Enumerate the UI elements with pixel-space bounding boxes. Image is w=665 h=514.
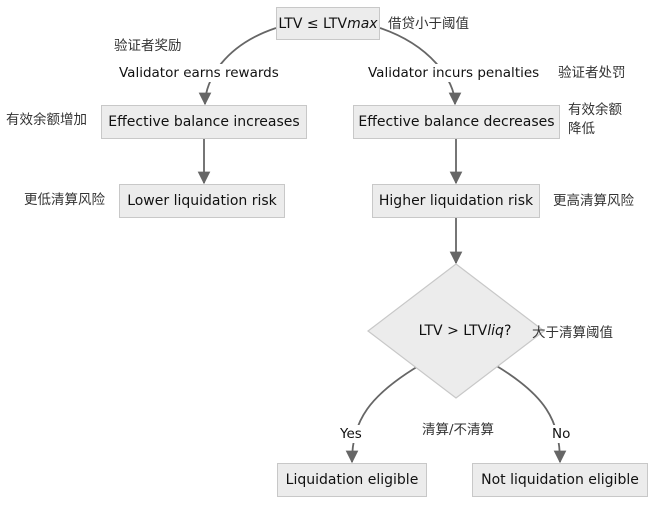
- note-ltv-max: 借贷小于阈值: [388, 16, 469, 32]
- edge-ltv-to-effective-decrease: [379, 27, 462, 106]
- note-lower-liquidation-risk: 更低清算风险: [24, 192, 105, 208]
- note-validator-rewards: 验证者奖励: [114, 38, 182, 54]
- not-liquidation-eligible-label: Not liquidation eligible: [481, 472, 639, 488]
- higher-liquidation-risk-node: Higher liquidation risk: [372, 184, 540, 218]
- ltv-max-node-subscript: max: [347, 15, 378, 32]
- edge-decision-to-not-liquidation-eligible: [494, 364, 567, 464]
- note-validator-penalties: 验证者处罚: [558, 65, 626, 81]
- higher-liquidation-risk-label: Higher liquidation risk: [378, 193, 534, 209]
- edge-ltv-to-effective-increase: [198, 27, 277, 106]
- decision-diamond: [367, 263, 545, 399]
- decision-label-prefix: LTV > LTV: [418, 323, 488, 339]
- decision-label-suffix: ?: [503, 323, 512, 339]
- decision-label-subscript: liq: [487, 323, 504, 339]
- liquidation-eligible-label: Liquidation eligible: [285, 472, 419, 488]
- edge-decision-to-liquidation-eligible: [345, 364, 421, 464]
- note-liquidation-choice: 清算/不清算: [422, 422, 495, 438]
- effective-balance-increases-node: Effective balance increases: [101, 105, 307, 139]
- note-effective-balance-decreases-line-1: 有效余额: [568, 102, 622, 118]
- effective-balance-decreases-label: Effective balance decreases: [358, 114, 555, 130]
- note-decision: 大于清算阈值: [532, 325, 613, 341]
- edge-label-no: No: [551, 425, 572, 443]
- note-effective-balance-decreases-line-2: 降低: [568, 121, 595, 137]
- not-liquidation-eligible-node: Not liquidation eligible: [472, 463, 648, 497]
- note-effective-balance-increases: 有效余额增加: [6, 112, 87, 128]
- note-higher-liquidation-risk: 更高清算风险: [553, 193, 634, 209]
- edge-label-validator-incurs-penalties: Validator incurs penalties: [367, 64, 541, 82]
- liquidation-eligible-node: Liquidation eligible: [277, 463, 427, 497]
- edge-label-validator-earns-rewards: Validator earns rewards: [118, 64, 280, 82]
- ltv-max-node-prefix: LTV ≤ LTV: [278, 15, 348, 32]
- edge-label-yes: Yes: [339, 425, 363, 443]
- effective-balance-decreases-node: Effective balance decreases: [353, 105, 560, 139]
- effective-balance-increases-label: Effective balance increases: [108, 114, 300, 130]
- lower-liquidation-risk-label: Lower liquidation risk: [127, 193, 277, 209]
- lower-liquidation-risk-node: Lower liquidation risk: [119, 184, 285, 218]
